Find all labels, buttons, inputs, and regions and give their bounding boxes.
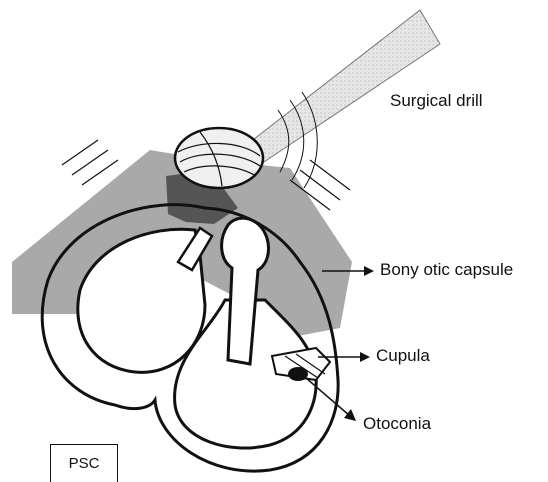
surgical-drill-shaft: [240, 10, 440, 168]
vibration-marks-left: [62, 140, 118, 185]
cupula-label: Cupula: [376, 346, 430, 366]
bony-otic-capsule-label: Bony otic capsule: [380, 260, 513, 280]
surgical-drill-label: Surgical drill: [390, 91, 483, 111]
psc-label: PSC: [50, 444, 118, 482]
otoconia-mass: [288, 367, 308, 381]
otoconia-label: Otoconia: [363, 414, 431, 434]
drill-head: [175, 128, 263, 188]
